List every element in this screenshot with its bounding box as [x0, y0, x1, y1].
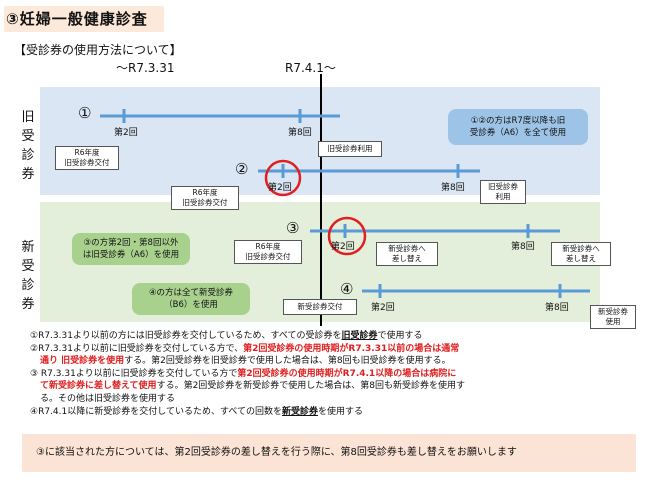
section-subtitle: 【受診券の使用方法について】 — [14, 43, 182, 57]
row2-label-8: 第8回 — [441, 183, 465, 193]
row3-label-2: 第2回 — [331, 242, 355, 252]
row3-usage-note: ③の方第2回・第8回以外は旧受診券（A6）を使用 — [72, 233, 190, 265]
row1-issue-box: R6年度旧受診券交付 — [55, 146, 119, 170]
row3-number: ③ — [286, 219, 300, 237]
row3-highlight-circle — [327, 216, 367, 256]
explanation-text: ①R7.3.31より以前の方には旧受診券を交付しているため、すべての受診券を旧受… — [30, 331, 466, 417]
row1-label-2: 第2回 — [114, 128, 138, 138]
row1-end-box: 旧受診券利用 — [318, 141, 382, 157]
row2-number: ② — [235, 160, 249, 178]
timeline-diagram — [100, 74, 590, 326]
row4-number: ④ — [340, 280, 354, 298]
row2-issue-box: R6年度旧受診券交付 — [171, 186, 239, 210]
row4-issue-box: 新受診券交付 — [283, 299, 357, 315]
row4-end-box: 新受診券使用 — [590, 305, 636, 329]
row3-end-box: 新受診券へ差し替え — [551, 242, 611, 266]
row2-highlight-circle — [264, 159, 302, 197]
row3-issue-box: R6年度旧受診券交付 — [234, 240, 302, 264]
row4-label-2: 第2回 — [371, 303, 395, 313]
row1-label-8: 第8回 — [288, 128, 312, 138]
page-title: ③妊婦一般健康診査 — [4, 6, 164, 32]
old-voucher-note: ①②の方はR7度以降も旧受診券（A6）を全て使用 — [448, 109, 588, 145]
row2-end-box: 旧受診券利用 — [480, 180, 526, 204]
period-before-label: ～R7.3.31 — [116, 61, 175, 75]
row4-label-8: 第8回 — [545, 303, 569, 313]
row1-number: ① — [78, 104, 92, 122]
row3-mid-box: 新受診券へ差し替え — [376, 242, 438, 266]
row2-label-2: 第2回 — [268, 183, 292, 193]
row4-usage-note: ④の方は全て新受診券（B6）を使用 — [132, 283, 250, 315]
row3-label-8: 第8回 — [511, 242, 535, 252]
old-voucher-side-label: 旧受診券 — [21, 110, 35, 182]
new-voucher-side-label: 新受診券 — [21, 240, 35, 312]
period-after-label: R7.4.1～ — [285, 61, 336, 75]
footer-notice: ③に該当された方については、第2回受診券の差し替えを行う際に、第8回受診券も差し… — [22, 434, 636, 472]
